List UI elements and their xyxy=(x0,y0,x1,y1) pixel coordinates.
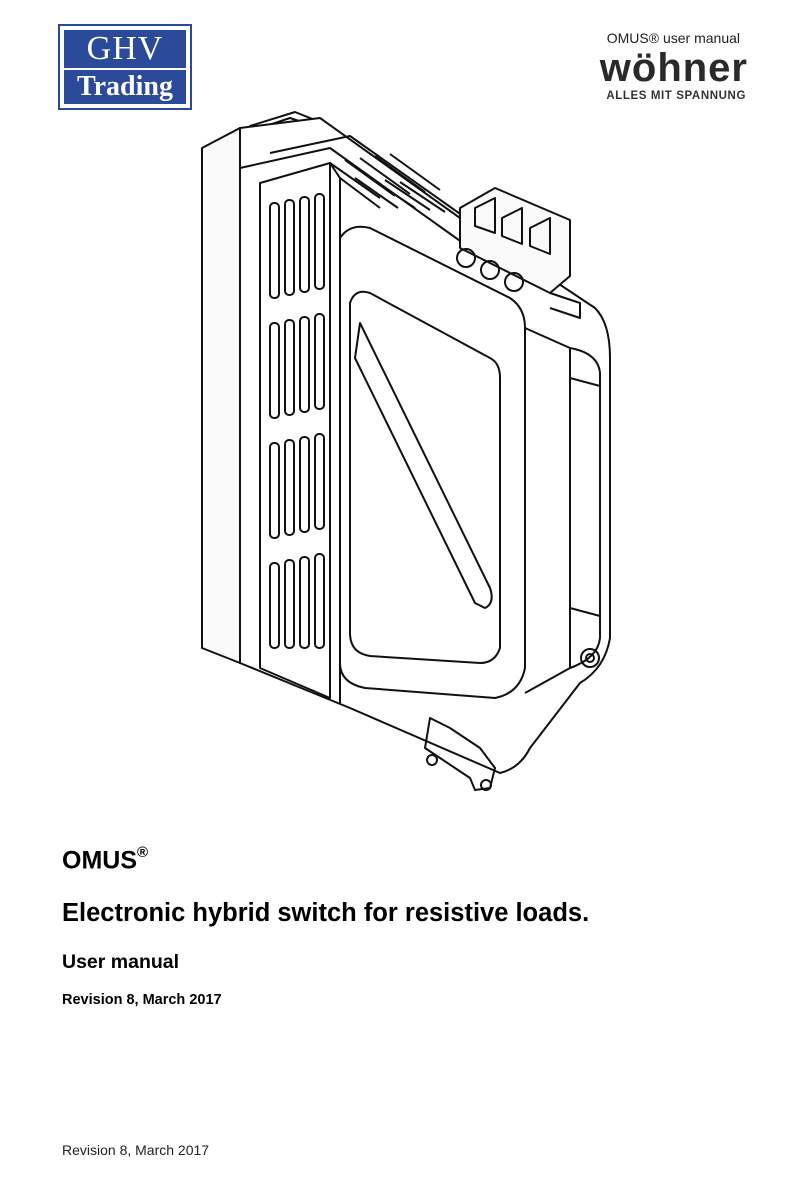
ghv-logo-subtext: Trading xyxy=(64,70,186,104)
document-subtitle: Electronic hybrid switch for resistive l… xyxy=(62,899,590,927)
wohner-logo: wöhner xyxy=(599,46,748,90)
wohner-tagline: ALLES MIT SPANNUNG xyxy=(606,90,746,102)
device-illustration xyxy=(201,111,611,791)
revision-info: Revision 8, March 2017 xyxy=(62,992,222,1008)
document-type: User manual xyxy=(62,951,180,973)
ghv-trading-logo: GHV Trading xyxy=(58,24,192,110)
header-caption: OMUS® user manual xyxy=(606,30,740,46)
document-title: OMUS® xyxy=(62,844,149,875)
registered-mark: ® xyxy=(137,844,149,861)
ghv-logo-text: GHV xyxy=(64,30,186,68)
page-footer: Revision 8, March 2017 xyxy=(62,1142,210,1158)
